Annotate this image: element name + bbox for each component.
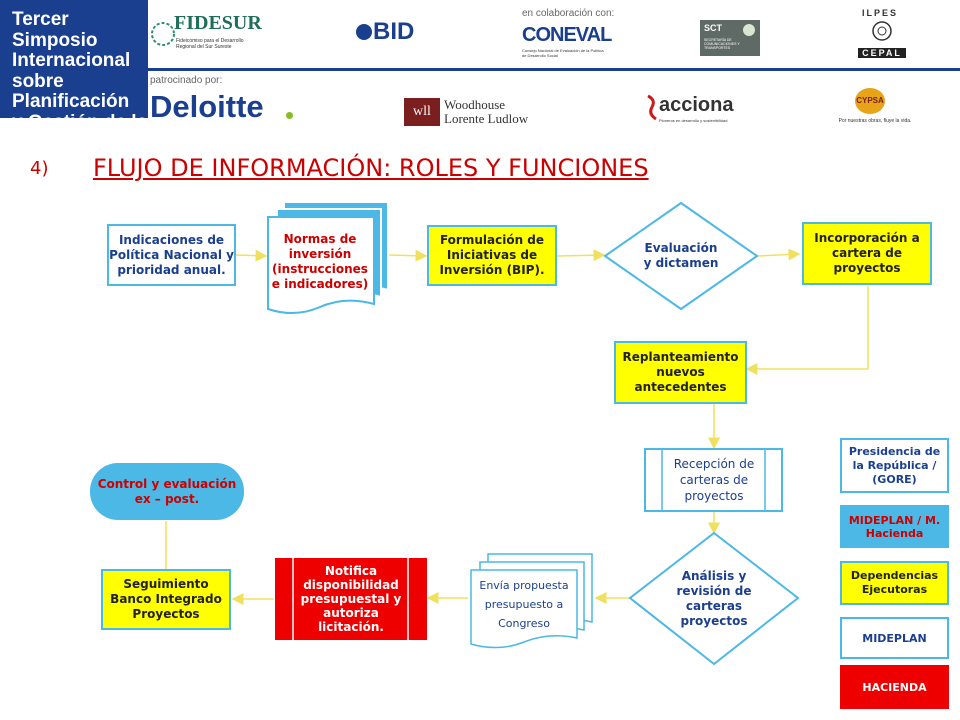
legend-mideplan: MIDEPLAN xyxy=(840,617,949,659)
node-incorporacion: Incorporación a cartera de proyectos xyxy=(802,222,932,285)
acciona-logo: acciona Pioneros en desarrollo y sosteni… xyxy=(645,92,735,126)
legend-hacienda: HACIENDA xyxy=(840,665,949,709)
fidesur-subtitle: Fideicomiso para el Desarrollo Regional … xyxy=(176,38,244,50)
mexico-seal-icon xyxy=(743,24,755,36)
node-seguimiento: Seguimiento Banco Integrado Proyectos xyxy=(101,569,231,630)
woodhouse-line: Lorente Ludlow xyxy=(444,111,529,126)
coneval-logo: CONEVAL Consejo Nacional de Evaluación d… xyxy=(522,24,612,60)
woodhouse-logo: wll Woodhouse Lorente Ludlow xyxy=(404,98,536,126)
legend-dependencias: Dependencias Ejecutoras xyxy=(840,561,949,605)
deloitte-logo: Deloitte xyxy=(150,89,264,124)
node-recepcion: Recepción de carteras de proyectos xyxy=(673,457,755,503)
woodhouse-mark-icon: wll xyxy=(404,98,440,126)
event-title-line: Inversión Pública xyxy=(12,132,97,174)
sct-subtitle: SECRETARÍA DE COMUNICACIONES Y TRANSPORT… xyxy=(704,38,740,50)
acciona-mark-icon xyxy=(647,94,657,120)
event-title-line: sobre Planificación xyxy=(12,70,130,112)
bid-logo: BID xyxy=(355,18,425,48)
recepcion-process-box xyxy=(644,448,783,512)
header-divider xyxy=(148,68,960,71)
acciona-subtitle: Pioneros en desarrollo y sostenibilidad xyxy=(659,118,728,123)
evaluacion-decision-diamond xyxy=(603,201,759,311)
un-emblem-icon xyxy=(872,21,892,41)
event-title-line: Tercer Simposio xyxy=(12,9,98,51)
connector-evaluacion-incorporacion xyxy=(756,248,801,261)
ilpes-name: ILPES xyxy=(862,8,899,18)
notifica-process-box xyxy=(275,558,427,640)
woodhouse-name: Woodhouse Lorente Ludlow xyxy=(444,98,528,126)
event-title-line: y Gestión de la xyxy=(12,111,148,133)
connector-indicaciones-normas xyxy=(235,249,268,262)
connector-normas-formulacion xyxy=(387,249,428,262)
collab-label: en colaboración con: xyxy=(522,8,615,19)
node-notifica: Notifica disponibilidad presupuestal y a… xyxy=(300,564,402,634)
cypsa-name: CYPSA xyxy=(855,88,885,114)
normas-document-stack xyxy=(267,201,389,314)
node-replanteamiento: Replanteamiento nuevos antecedentes xyxy=(614,341,747,404)
coneval-subtitle: Consejo Nacional de Evaluación de la Pol… xyxy=(522,48,604,58)
connector-formulacion-evaluacion xyxy=(556,249,606,262)
cypsa-subtitle: Por nuestras obras, fluye la vida. xyxy=(838,118,912,124)
cypsa-logo: CYPSA Por nuestras obras, fluye la vida. xyxy=(835,88,915,128)
node-analisis: Análisis y revisión de carteras proyecto… xyxy=(676,569,752,628)
sct-name: SCT xyxy=(704,23,722,33)
sct-logo: SCT SECRETARÍA DE COMUNICACIONES Y TRANS… xyxy=(700,20,760,56)
coneval-name: CONEVAL xyxy=(522,24,612,46)
bid-emblem-icon xyxy=(356,24,372,40)
page-title: FLUJO DE INFORMACIÓN: ROLES Y FUNCIONES xyxy=(93,154,649,182)
envia-document-stack xyxy=(470,553,593,649)
node-envia: Envía propuesta presupuesto a Congreso xyxy=(479,578,569,630)
event-title-banner: Tercer Simposio Internacional sobre Plan… xyxy=(0,0,148,173)
node-indicaciones: Indicaciones de Política Nacional y prio… xyxy=(107,224,236,286)
woodhouse-line: Woodhouse xyxy=(444,97,506,112)
cepal-name: CEPAL xyxy=(858,48,906,58)
node-control: Control y evaluación ex – post. xyxy=(90,463,244,520)
sponsor-label: patrocinado por: xyxy=(150,75,223,86)
node-evaluacion: Evaluación y dictamen xyxy=(643,241,719,270)
section-number: 4) xyxy=(30,158,49,179)
fidesur-emblem-icon xyxy=(151,22,175,46)
deloitte-dot-icon xyxy=(286,112,293,119)
bid-name: BID xyxy=(373,18,415,45)
fidesur-name: FIDESUR xyxy=(174,12,262,34)
legend-mideplan-hacienda: MIDEPLAN / M. Hacienda xyxy=(840,505,949,548)
fidesur-logo: FIDESUR Fideicomiso para el Desarrollo R… xyxy=(150,10,262,58)
event-title-line: Internacional xyxy=(12,50,131,71)
legend-presidencia: Presidencia de la República / (GORE) xyxy=(840,438,949,493)
acciona-name: acciona xyxy=(659,94,734,116)
ilpes-cepal-logo: ILPES CEPAL xyxy=(858,8,908,62)
node-normas: Normas de inversión (instrucciones e ind… xyxy=(271,232,369,291)
connector-incorporacion-replanteamiento xyxy=(745,286,869,375)
analisis-decision-diamond xyxy=(628,531,800,666)
node-formulacion: Formulación de Iniciativas de Inversión … xyxy=(427,225,557,286)
